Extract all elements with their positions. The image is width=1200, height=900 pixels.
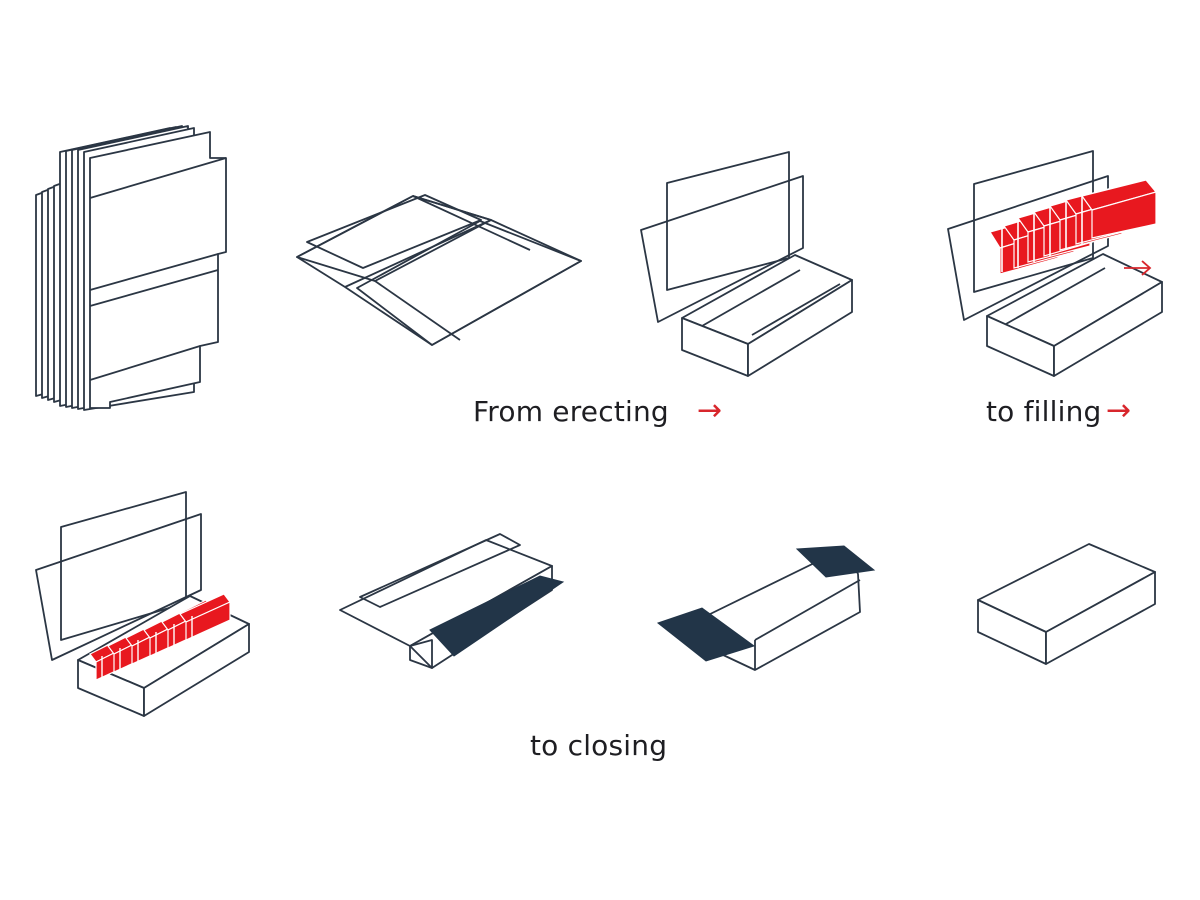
right-arrow-icon: → — [697, 393, 723, 428]
product-group-filled — [89, 593, 231, 681]
caption-to-filling: to filling — [986, 395, 1102, 428]
dark-closing-flap-right — [795, 545, 876, 578]
dark-closing-flap — [429, 575, 565, 657]
blank-sheet-front — [89, 131, 227, 409]
erected-open-box — [640, 151, 853, 377]
right-arrow-icon: → — [1106, 393, 1132, 428]
motion-arrow-icon — [1124, 260, 1152, 276]
product-group-filling — [989, 179, 1158, 275]
product-divider-lines-filled — [101, 616, 193, 678]
product-divider-lines — [1001, 196, 1083, 272]
flat-blank-stack — [35, 125, 227, 411]
caption-from-erecting: From erecting — [473, 395, 669, 428]
caption-to-closing: to closing — [530, 729, 668, 762]
closed-box — [977, 543, 1156, 665]
dark-closing-flap-left — [656, 607, 756, 662]
unfolded-blank — [296, 194, 582, 346]
